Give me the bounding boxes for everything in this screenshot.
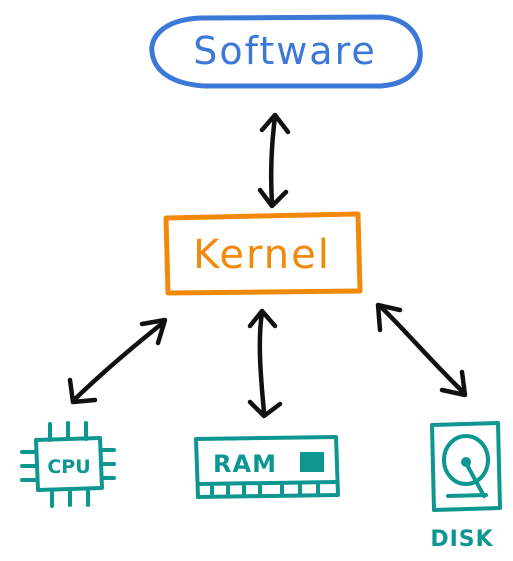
cpu-chip-icon — [20, 421, 116, 508]
software-outline — [149, 14, 423, 89]
ram-module-icon — [194, 435, 340, 499]
kernel-node: Kernel — [163, 211, 363, 296]
cpu-label: CPU — [47, 456, 90, 478]
kernel-label: Kernel — [193, 232, 331, 278]
cpu-node: CPU — [20, 421, 116, 508]
software-label: Software — [193, 29, 377, 73]
arrow-software-kernel — [257, 112, 291, 209]
hard-disk-icon — [430, 421, 502, 512]
ram-node: RAM — [194, 435, 340, 499]
arrows — [67, 112, 468, 419]
disk-node: DISK — [430, 421, 502, 552]
ram-chip-icon — [300, 452, 324, 472]
kernel-outline — [163, 211, 363, 296]
arrow-kernel-ram — [247, 308, 283, 419]
software-node: Software — [149, 14, 423, 89]
disk-spindle-icon — [461, 457, 471, 467]
arrow-kernel-cpu — [67, 317, 168, 405]
disk-label: DISK — [430, 527, 493, 552]
arrow-kernel-disk — [375, 302, 468, 398]
ram-label: RAM — [213, 450, 277, 478]
